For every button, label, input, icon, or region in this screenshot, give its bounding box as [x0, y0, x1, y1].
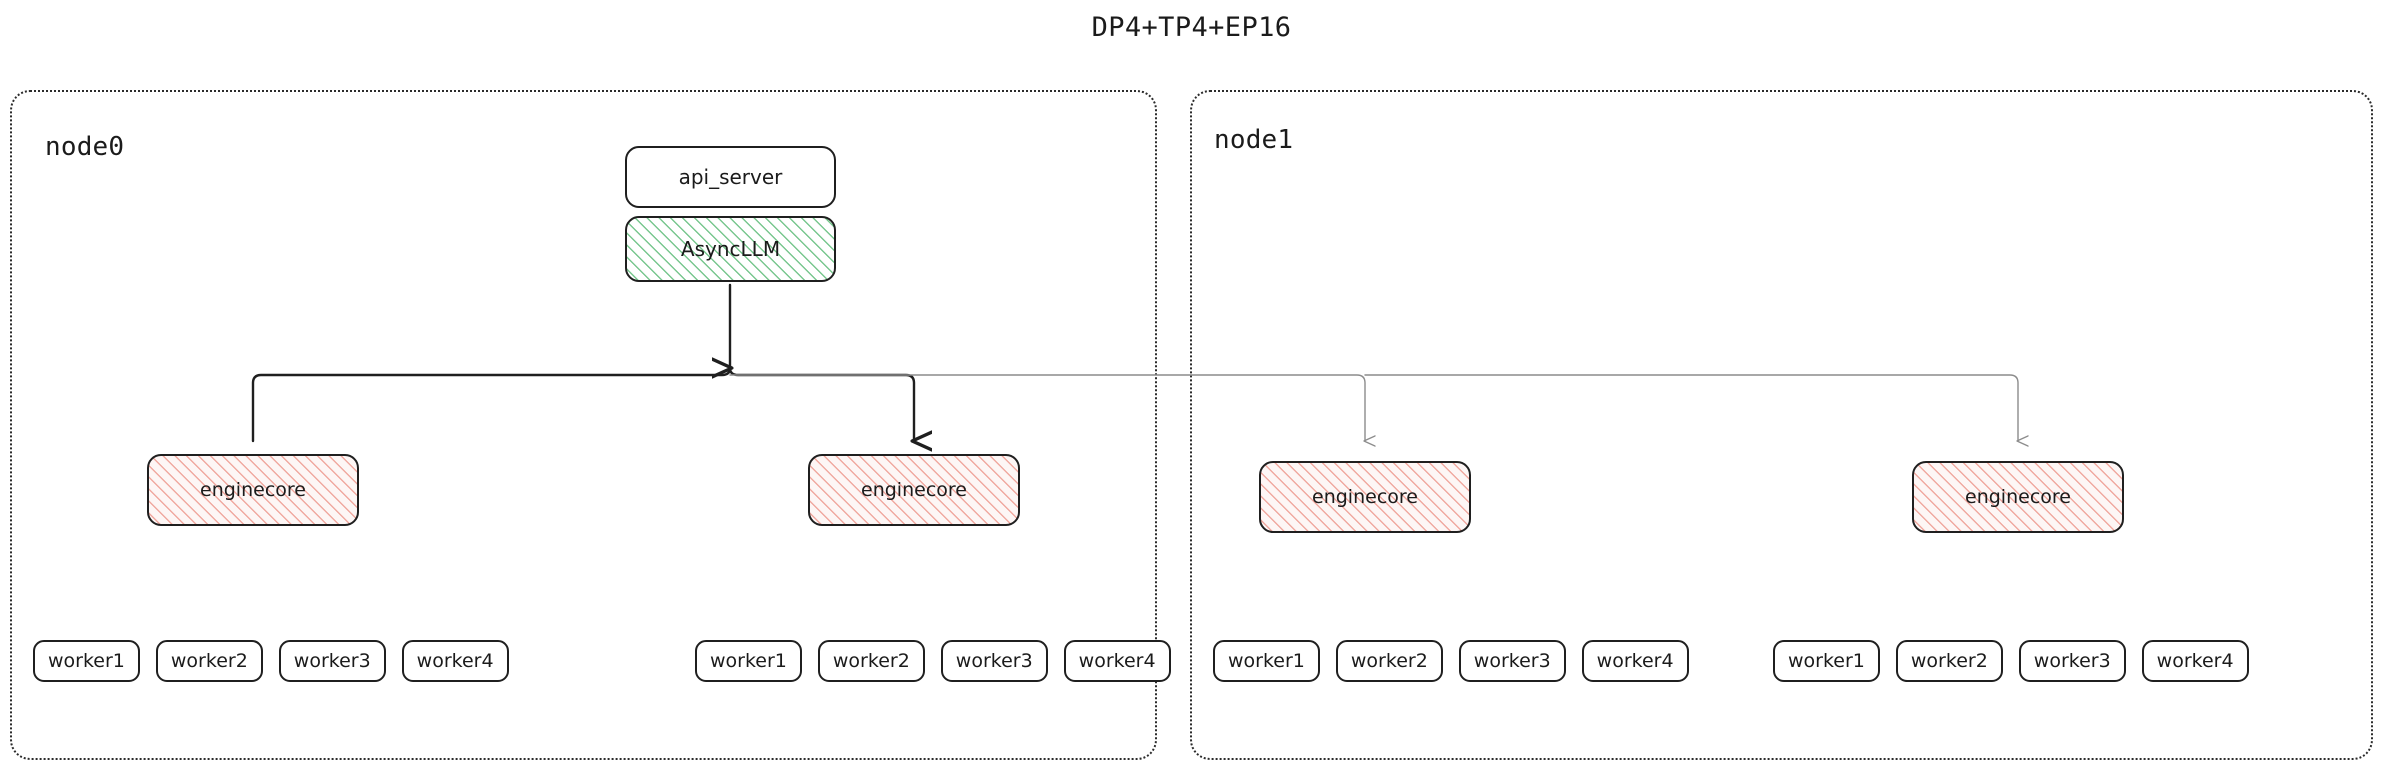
- worker-group-0: worker1 worker2 worker3 worker4: [33, 640, 525, 682]
- enginecore-box-0[interactable]: enginecore: [147, 454, 359, 526]
- worker-box[interactable]: worker1: [1773, 640, 1880, 682]
- worker-box[interactable]: worker4: [2141, 640, 2249, 682]
- worker-box[interactable]: worker2: [817, 640, 925, 682]
- api-server-box[interactable]: api_server: [625, 146, 836, 208]
- worker-box[interactable]: worker2: [1335, 640, 1443, 682]
- worker-group-2: worker1 worker2 worker3 worker4: [1213, 640, 1705, 682]
- worker-box[interactable]: worker2: [1895, 640, 2003, 682]
- worker-box[interactable]: worker4: [401, 640, 509, 682]
- enginecore-box-2[interactable]: enginecore: [1259, 461, 1471, 533]
- node-label-node1: node1: [1214, 125, 1294, 155]
- worker-box[interactable]: worker4: [1063, 640, 1171, 682]
- page-title: DP4+TP4+EP16: [1091, 12, 1292, 43]
- enginecore-box-1[interactable]: enginecore: [808, 454, 1020, 526]
- worker-box[interactable]: worker1: [1213, 640, 1320, 682]
- worker-box[interactable]: worker3: [278, 640, 386, 682]
- worker-box[interactable]: worker4: [1581, 640, 1689, 682]
- worker-group-3: worker1 worker2 worker3 worker4: [1773, 640, 2265, 682]
- worker-box[interactable]: worker1: [33, 640, 140, 682]
- worker-group-1: worker1 worker2 worker3 worker4: [695, 640, 1187, 682]
- node-label-node0: node0: [45, 132, 125, 162]
- worker-box[interactable]: worker2: [155, 640, 263, 682]
- worker-box[interactable]: worker3: [1458, 640, 1566, 682]
- worker-box[interactable]: worker1: [695, 640, 802, 682]
- async-llm-box[interactable]: AsyncLLM: [625, 216, 836, 282]
- worker-box[interactable]: worker3: [2018, 640, 2126, 682]
- enginecore-box-3[interactable]: enginecore: [1912, 461, 2124, 533]
- worker-box[interactable]: worker3: [940, 640, 1048, 682]
